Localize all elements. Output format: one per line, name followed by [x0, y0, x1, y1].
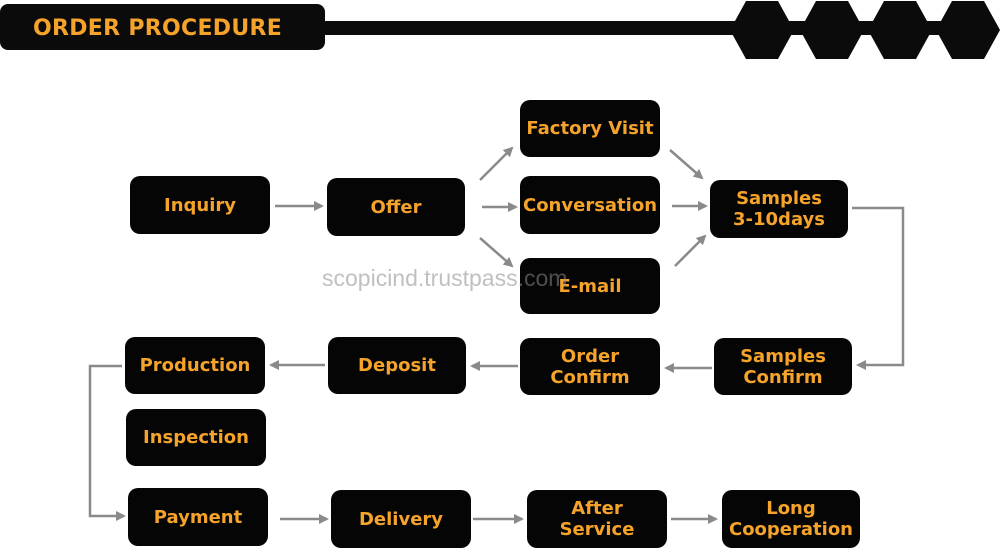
step-order-confirm: Order Confirm	[520, 338, 660, 395]
hexagon-decoration	[730, 1, 794, 59]
arrow-factory-visit-samples	[669, 149, 704, 180]
step-conversation: Conversation	[520, 176, 660, 234]
watermark: scopicind.trustpass.com	[322, 265, 568, 291]
step-factory-visit: Factory Visit	[520, 100, 660, 157]
step-inquiry: Inquiry	[130, 176, 270, 234]
hexagon-decoration	[800, 1, 864, 59]
hexagon-decoration	[936, 1, 1000, 59]
arrow-email-samples	[674, 234, 707, 267]
page-title: ORDER PROCEDURE	[33, 16, 283, 41]
hexagon-decoration	[868, 1, 932, 59]
step-samples-confirm: Samples Confirm	[714, 338, 852, 395]
step-after-service: After Service	[527, 490, 667, 548]
step-email: E-mail	[520, 258, 660, 314]
step-production: Production	[125, 337, 265, 394]
header-banner: ORDER PROCEDURE	[0, 4, 325, 50]
arrow-offer-factory-visit	[479, 146, 514, 181]
step-offer: Offer	[327, 178, 465, 236]
step-inspection: Inspection	[126, 409, 266, 466]
step-payment: Payment	[128, 488, 268, 546]
step-delivery: Delivery	[331, 490, 471, 548]
arrow-samples-samples-confirm	[852, 206, 905, 370]
arrow-offer-email	[479, 237, 514, 268]
step-samples: Samples 3-10days	[710, 180, 848, 238]
step-long-cooperation: Long Cooperation	[722, 490, 860, 548]
arrow-production-payment	[88, 364, 126, 521]
step-deposit: Deposit	[328, 337, 466, 394]
